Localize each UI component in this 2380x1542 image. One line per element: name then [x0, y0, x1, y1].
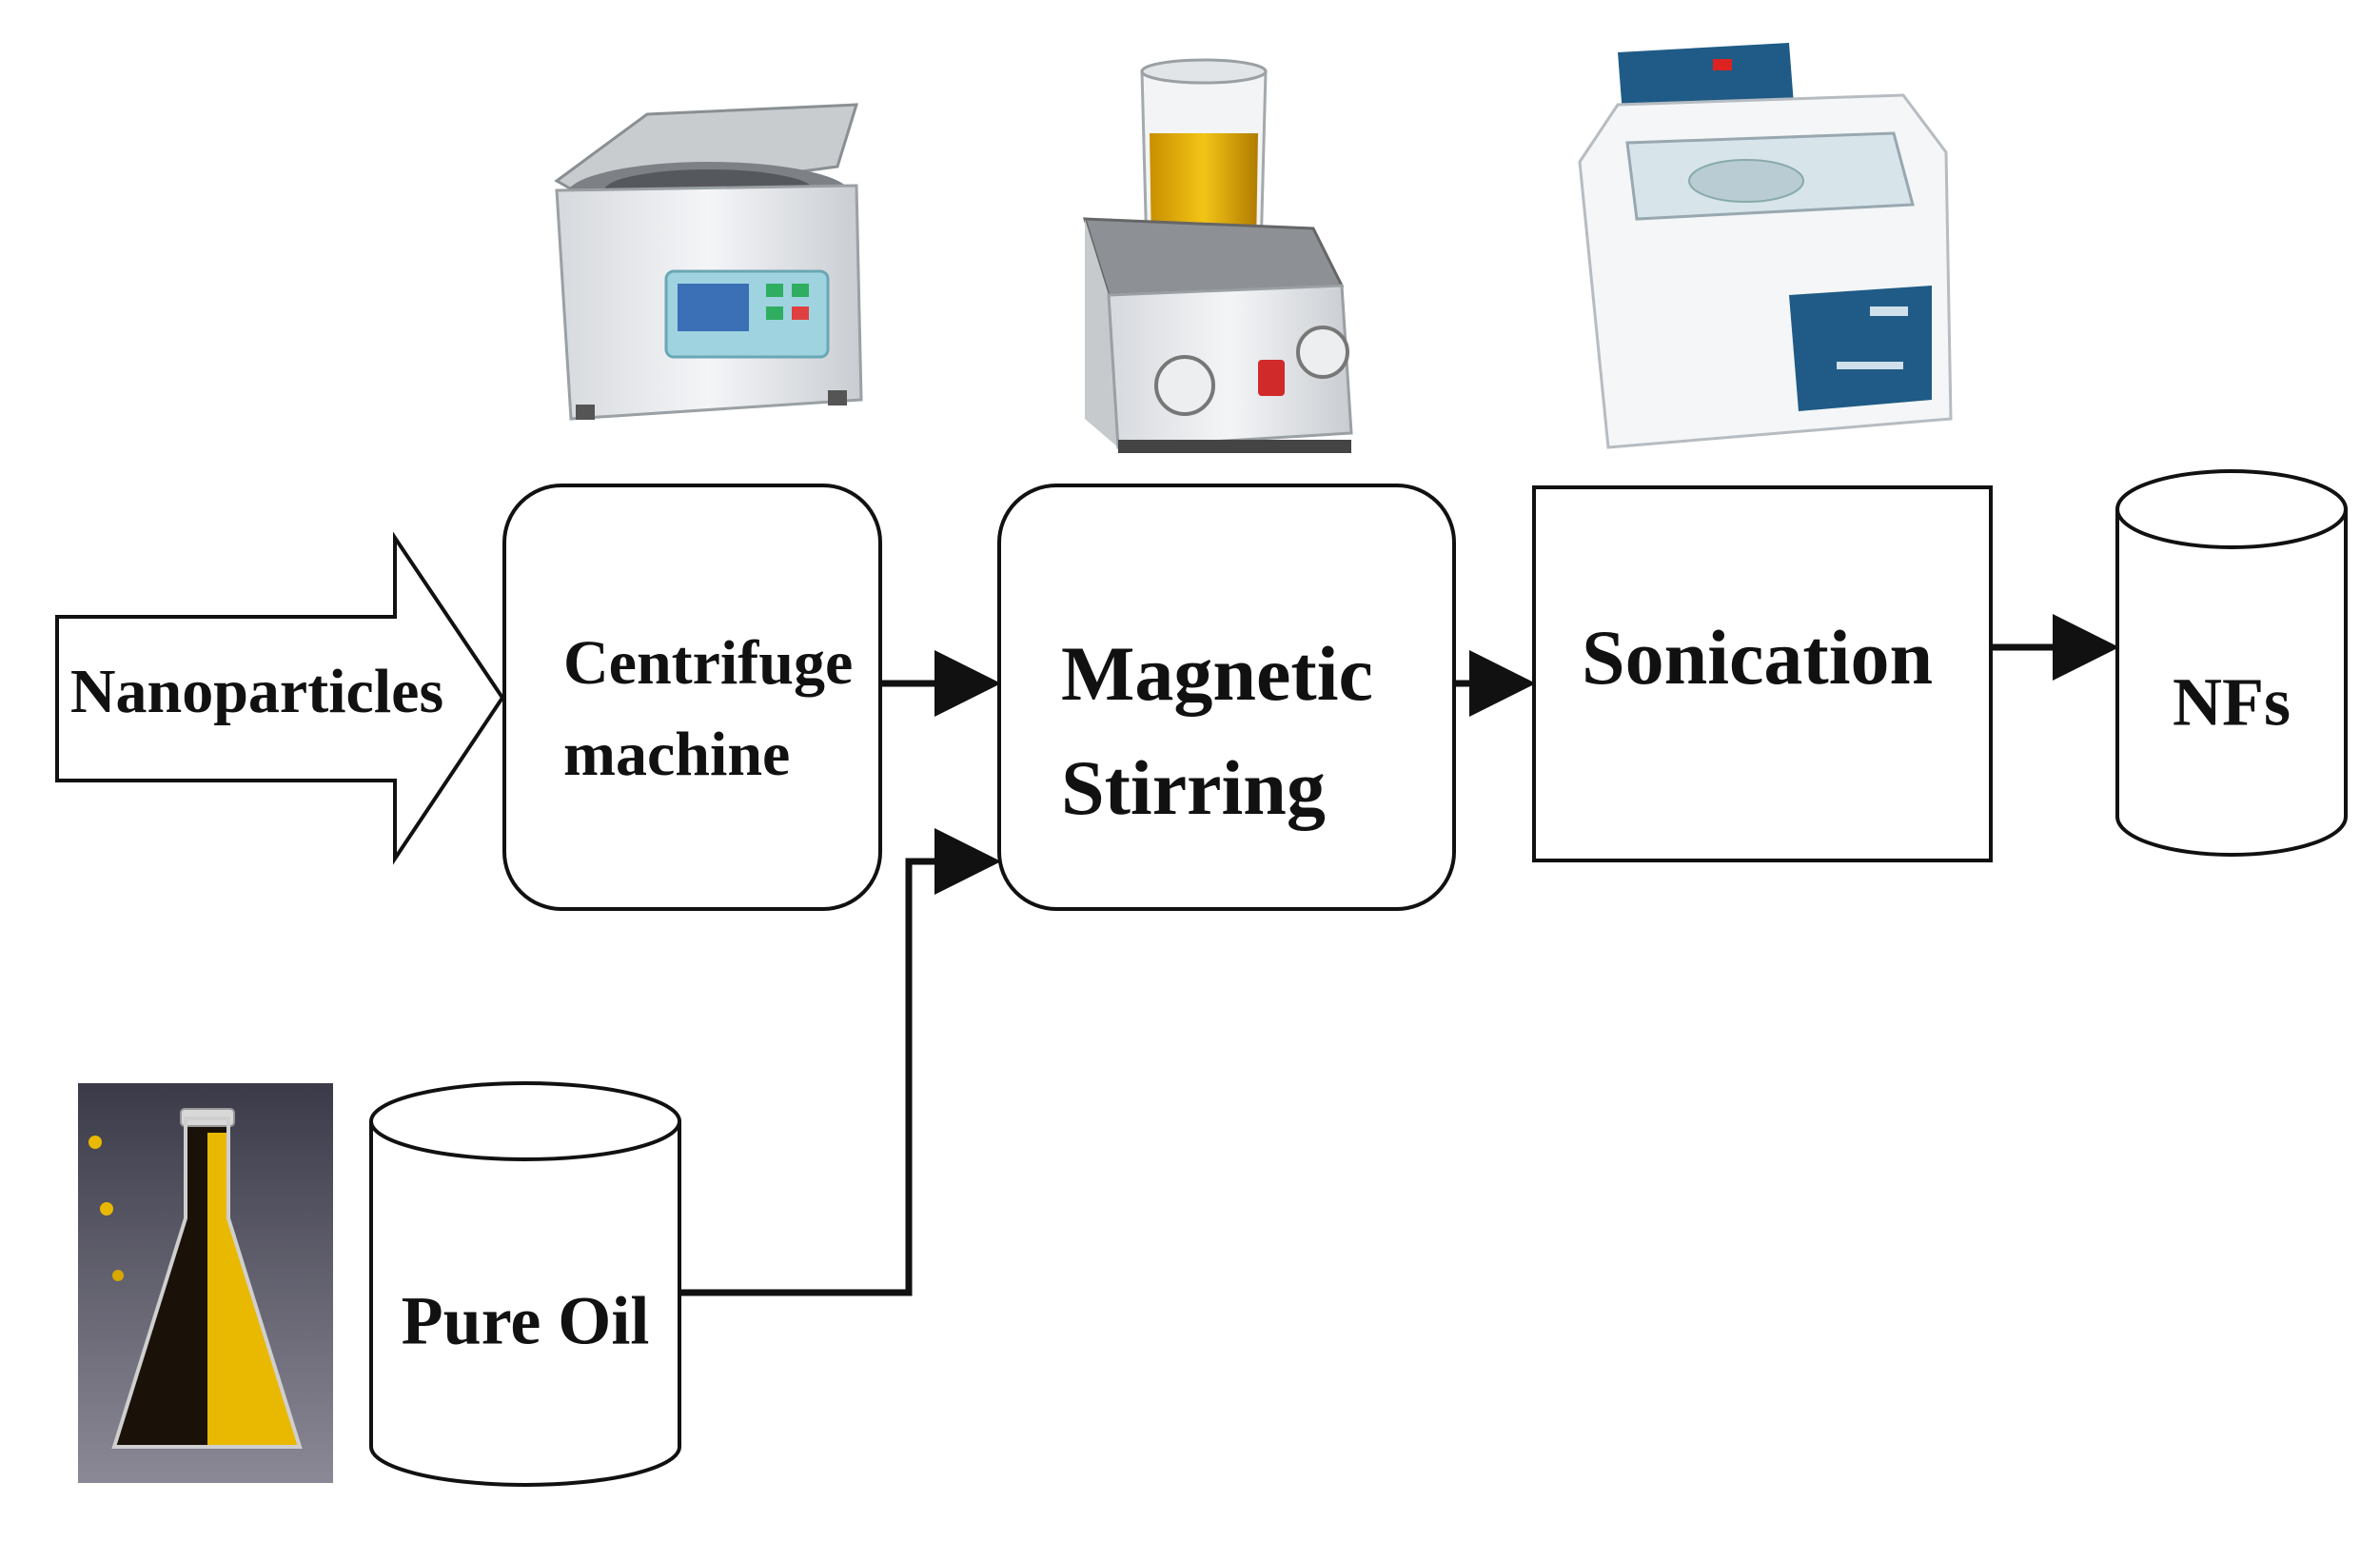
nfs-label: NFs — [2173, 664, 2291, 741]
nanoparticles-input-arrow: Nanoparticles — [55, 531, 505, 865]
magnetic-stirrer-icon — [1082, 58, 1353, 453]
arrow-oil-to-stirring — [679, 828, 1001, 1296]
ultrasonic-bath-icon — [1578, 43, 1953, 449]
centrifuge-step: Centrifuge machine — [502, 484, 882, 911]
magnetic-stirring-step: Magnetic Stirring — [997, 484, 1456, 911]
centrifuge-machine-icon — [554, 103, 863, 421]
stirring-label-line-2: Stirring — [1061, 744, 1326, 831]
centrifuge-label-line-2: machine — [563, 720, 790, 789]
nfs-output-cylinder: NFs — [2115, 469, 2348, 857]
pure-oil-cylinder: Pure Oil — [369, 1081, 681, 1487]
sonication-step: Sonication — [1532, 485, 1993, 862]
pure-oil-label: Pure Oil — [402, 1283, 650, 1359]
sonication-label: Sonication — [1582, 614, 1933, 701]
stirring-label-line-1: Magnetic — [1061, 630, 1373, 717]
centrifuge-label-line-1: Centrifuge — [563, 628, 853, 698]
oil-flask-icon — [78, 1083, 333, 1483]
nanoparticles-label: Nanoparticles — [70, 657, 443, 726]
